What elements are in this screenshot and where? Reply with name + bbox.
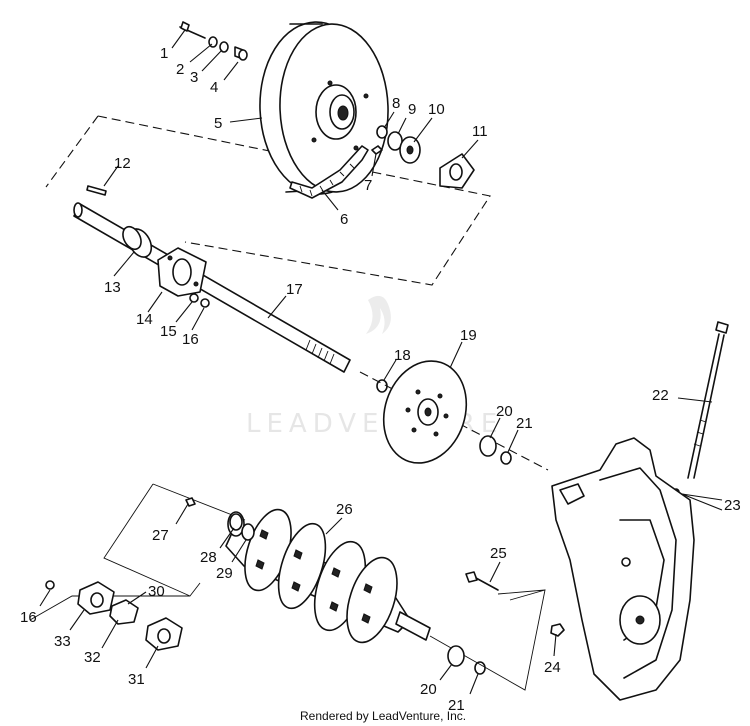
callout-30: 30: [148, 583, 165, 600]
callout-7: 7: [364, 177, 372, 194]
drive-sprocket-assembly-26: [225, 508, 431, 644]
callout-16-lower: 16: [20, 609, 37, 626]
callout-20-lower: 20: [420, 681, 437, 698]
plate-10: [399, 136, 421, 164]
flange-31-hole: [157, 628, 171, 644]
o-ring-21-lower: [474, 661, 486, 675]
callout-15: 15: [160, 323, 177, 340]
washer-15: [189, 293, 199, 303]
callout-23: 23: [724, 497, 741, 514]
callout-3: 3: [190, 69, 198, 86]
o-ring-21-upper: [500, 451, 512, 465]
callout-6: 6: [340, 211, 348, 228]
gasket-32: [109, 599, 139, 625]
callout-labels: 1 2 3 4 5 6 7 8 9 10 11 12 13 14 15 16 1…: [20, 45, 741, 714]
callout-32: 32: [84, 649, 101, 666]
line-lower-case: [429, 589, 546, 691]
callout-21-upper: 21: [516, 415, 533, 432]
washer-8: [376, 125, 388, 139]
callout-20-upper: 20: [496, 403, 513, 420]
callout-10: 10: [428, 101, 445, 118]
box-drive-assembly: [103, 483, 246, 597]
callout-11: 11: [472, 123, 488, 140]
screw-7: [371, 145, 383, 155]
callout-17: 17: [286, 281, 303, 298]
callout-14: 14: [136, 311, 153, 328]
callout-29: 29: [216, 565, 233, 582]
callout-27: 27: [152, 527, 169, 544]
key-12: [86, 185, 107, 196]
callout-19: 19: [460, 327, 477, 344]
flange-14: [157, 247, 207, 297]
seal-28: [229, 513, 243, 531]
callout-33: 33: [54, 633, 71, 650]
callout-25: 25: [490, 545, 507, 562]
driven-sheave-5: [259, 21, 389, 195]
box-lower-bracket: [29, 595, 190, 621]
dipstick-22: [687, 321, 729, 479]
callout-13: 13: [104, 279, 121, 296]
callout-5: 5: [214, 115, 222, 132]
callout-22: 22: [652, 387, 669, 404]
o-ring-18: [376, 379, 388, 393]
callout-1: 1: [160, 45, 168, 62]
bracket-33-hole: [90, 592, 104, 608]
seal-20-lower: [447, 645, 465, 667]
leader-lines: [39, 29, 723, 695]
callout-24: 24: [544, 659, 561, 676]
callout-28: 28: [200, 549, 217, 566]
bolt-1: [179, 21, 206, 39]
spacer-4: [234, 46, 248, 61]
callout-16-upper: 16: [182, 331, 199, 348]
washer-3: [219, 41, 229, 53]
callout-21-lower: 21: [448, 697, 465, 714]
belt-6: [289, 145, 369, 199]
disc-19: [382, 360, 468, 464]
nut-16-lower: [45, 580, 55, 590]
callout-12: 12: [114, 155, 131, 172]
chaincase-housing: [551, 437, 695, 701]
callout-2: 2: [176, 61, 184, 78]
callout-31: 31: [128, 671, 145, 688]
callout-8: 8: [392, 95, 400, 112]
bearing-13: [122, 225, 153, 258]
callout-9: 9: [408, 101, 416, 118]
bearing-plate-11: [439, 153, 475, 189]
footer-credit: Rendered by LeadVenture, Inc.: [300, 709, 466, 723]
seal-20-upper: [479, 435, 497, 457]
nut-16-upper: [200, 298, 210, 308]
callout-26: 26: [336, 501, 353, 518]
callout-4: 4: [210, 79, 218, 96]
callout-18: 18: [394, 347, 411, 364]
bearing-29: [241, 523, 255, 541]
bolt-25: [465, 571, 499, 591]
nut-24: [550, 623, 565, 637]
